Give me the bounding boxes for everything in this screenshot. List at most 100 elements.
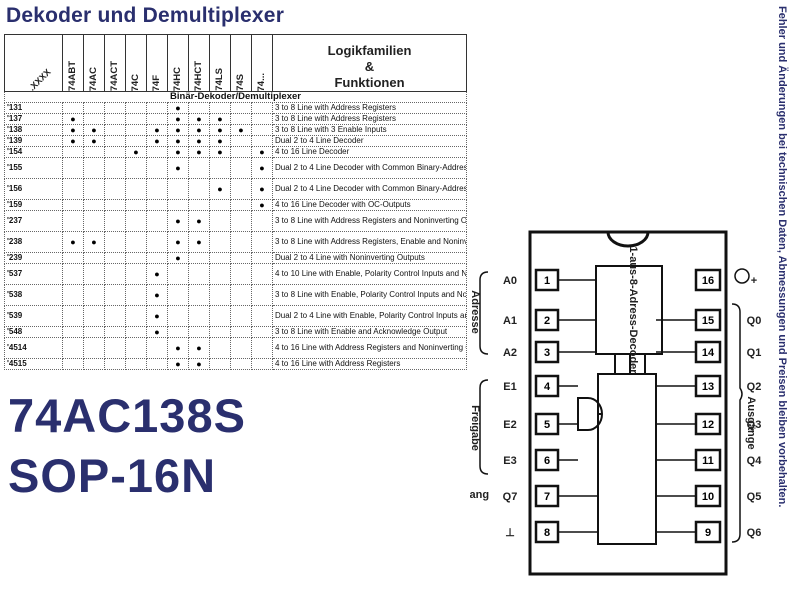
part-cell: '139 <box>4 135 63 147</box>
family-dot-cell: ● <box>146 326 168 338</box>
family-dot-cell <box>209 102 231 114</box>
ic-notch <box>606 231 650 248</box>
family-dot-cell <box>83 284 105 306</box>
function-cell: 3 to 8 Line with Enable, Polarity Contro… <box>272 284 467 306</box>
family-dot-cell <box>188 102 210 114</box>
part-cell: '237 <box>4 210 63 232</box>
family-dot-cell <box>230 358 252 370</box>
family-dot-cell <box>62 337 84 359</box>
page-title: Dekoder und Demultiplexer <box>6 4 285 27</box>
table-row: '538●3 to 8 Line with Enable, Polarity C… <box>4 284 467 306</box>
family-dot-cell <box>251 231 273 253</box>
family-dot-cell <box>104 210 126 232</box>
functions-header-line: Logikfamilien <box>327 43 412 58</box>
left-pin-number: 5 <box>544 419 550 431</box>
family-dot-cell <box>230 337 252 359</box>
family-dot-cell <box>230 326 252 338</box>
function-cell: Dual 2 to 4 Line with Noninverting Outpu… <box>272 252 467 264</box>
family-dot-cell <box>104 146 126 158</box>
family-dot-cell <box>146 102 168 114</box>
right-pin-number: 9 <box>705 527 711 539</box>
table-row: '155●●Dual 2 to 4 Line Decoder with Comm… <box>4 157 467 179</box>
family-dot-cell <box>146 358 168 370</box>
family-dot-cell <box>83 102 105 114</box>
family-dot-cell <box>167 199 189 211</box>
family-dot-cell <box>251 305 273 327</box>
family-dot-cell <box>62 284 84 306</box>
table-row: '137●●●●3 to 8 Line with Address Registe… <box>4 113 467 125</box>
family-dot-cell: ● <box>167 113 189 125</box>
table-row: '548●3 to 8 Line with Enable and Acknowl… <box>4 326 467 338</box>
family-dot-cell <box>104 124 126 136</box>
table-row: '239●Dual 2 to 4 Line with Noninverting … <box>4 252 467 264</box>
family-dot-cell <box>125 337 147 359</box>
function-cell: Dual 2 to 4 Line Decoder <box>272 135 467 147</box>
family-dot-cell <box>167 178 189 200</box>
family-dot-cell: ● <box>125 146 147 158</box>
table-body: Binär-Dekoder/Demultiplexer '131●3 to 8 … <box>4 91 467 370</box>
functions-header-line: Funktionen <box>334 75 405 90</box>
family-header-0: 74ABT <box>62 34 84 92</box>
family-dot-cell: ● <box>251 157 273 179</box>
left-pin-label: E1 <box>503 381 516 393</box>
family-dot-cell <box>230 305 252 327</box>
family-dot-cell <box>62 263 84 285</box>
right-pin-number: 11 <box>702 455 714 467</box>
family-dot-cell <box>167 326 189 338</box>
address-bracket <box>479 271 489 355</box>
family-dot-cell: ● <box>146 124 168 136</box>
family-dot-cell: ● <box>209 113 231 125</box>
family-dot-cell <box>104 199 126 211</box>
family-dot-cell <box>230 102 252 114</box>
side-note-text: Fehler und Änderungen bei technischen Da… <box>776 6 788 508</box>
family-dot-cell <box>125 305 147 327</box>
family-dot-cell <box>104 135 126 147</box>
part-cell: '537 <box>4 263 63 285</box>
output-label: Ausgang <box>470 489 489 501</box>
enable-gate <box>577 397 603 431</box>
family-dot-cell <box>62 252 84 264</box>
family-dot-cell <box>167 305 189 327</box>
table-row: '156●●Dual 2 to 4 Line Decoder with Comm… <box>4 178 467 200</box>
right-pin-number: 16 <box>702 275 714 287</box>
table-row: '237●●3 to 8 Line with Address Registers… <box>4 210 467 232</box>
family-dot-cell: ● <box>83 135 105 147</box>
family-dot-cell <box>125 263 147 285</box>
family-dot-cell <box>104 284 126 306</box>
family-dot-cell <box>125 135 147 147</box>
left-pin-label: Q7 <box>503 491 518 503</box>
family-header-9: 74... <box>251 34 273 92</box>
outputs-group-label: Ausgänge <box>745 396 757 449</box>
family-dot-cell <box>230 210 252 232</box>
table-row: '131●3 to 8 Line with Address Registers <box>4 102 467 114</box>
family-dot-cell: ● <box>146 263 168 285</box>
package-name: SOP-16N <box>8 449 217 502</box>
family-dot-cell <box>104 113 126 125</box>
right-pin-label: Q0 <box>747 315 762 327</box>
family-dot-cell <box>209 337 231 359</box>
family-header-1: 74AC <box>83 34 105 92</box>
family-header-6: 74HCT <box>188 34 210 92</box>
family-dot-cell <box>251 284 273 306</box>
family-dot-cell <box>251 326 273 338</box>
table-row: '539●Dual 2 to 4 Line with Enable, Polar… <box>4 305 467 327</box>
family-dot-cell <box>83 305 105 327</box>
function-cell: 4 to 16 Line with Address Registers and … <box>272 337 467 359</box>
family-dot-cell <box>62 305 84 327</box>
family-dot-cell <box>83 326 105 338</box>
table-row: '139●●●●●●Dual 2 to 4 Line Decoder <box>4 135 467 147</box>
family-dot-cell <box>62 102 84 114</box>
function-cell: 4 to 16 Line Decoder with OC-Outputs <box>272 199 467 211</box>
family-dot-cell <box>188 305 210 327</box>
family-dot-cell <box>251 252 273 264</box>
output-logic-box <box>597 373 657 545</box>
family-dot-cell <box>125 326 147 338</box>
family-dot-cell: ● <box>188 231 210 253</box>
family-dot-cell <box>209 326 231 338</box>
family-dot-cell <box>125 113 147 125</box>
enable-bracket <box>479 379 489 475</box>
family-dot-cell <box>209 263 231 285</box>
right-pin-label: Q3 <box>747 419 762 431</box>
family-dot-cell <box>62 146 84 158</box>
